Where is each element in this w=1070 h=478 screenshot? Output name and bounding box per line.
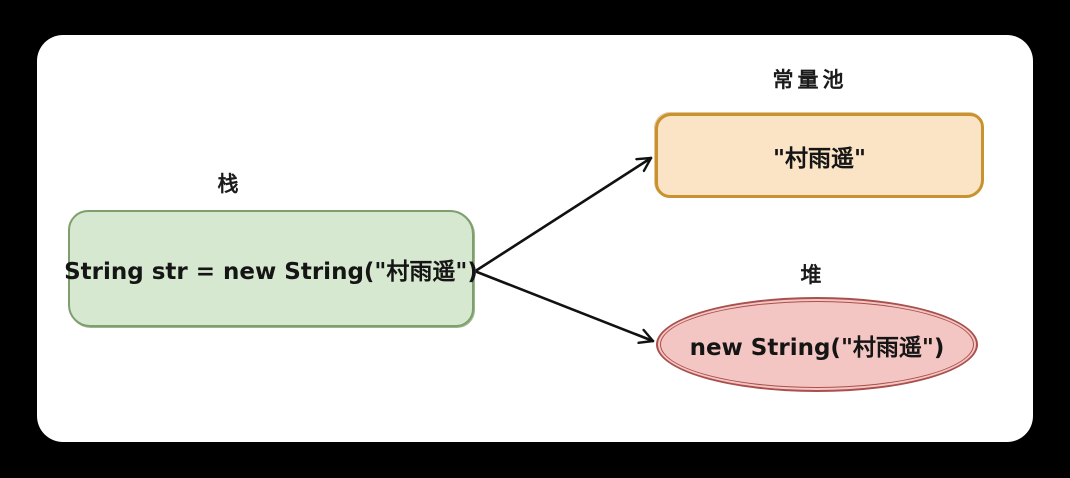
heap-label: 堆	[800, 263, 826, 287]
heap-node: new String("村雨遥")	[656, 297, 978, 392]
arrow-stack-to-constant-pool	[475, 156, 653, 272]
stack-label: 栈	[217, 172, 243, 196]
arrow-stack-to-heap	[475, 270, 655, 341]
stack-node: String str = new String("村雨遥")	[64, 210, 478, 327]
constant-pool-node-text: "村雨遥"	[773, 145, 866, 172]
stack-node-text: String str = new String("村雨遥")	[64, 258, 478, 285]
constant-pool-label: 常量池	[772, 68, 848, 92]
constant-pool-node: "村雨遥"	[655, 113, 984, 198]
diagram-canvas: 栈 String str = new String("村雨遥") 常量池 "村雨…	[37, 35, 1033, 442]
heap-node-text: new String("村雨遥")	[689, 334, 945, 361]
